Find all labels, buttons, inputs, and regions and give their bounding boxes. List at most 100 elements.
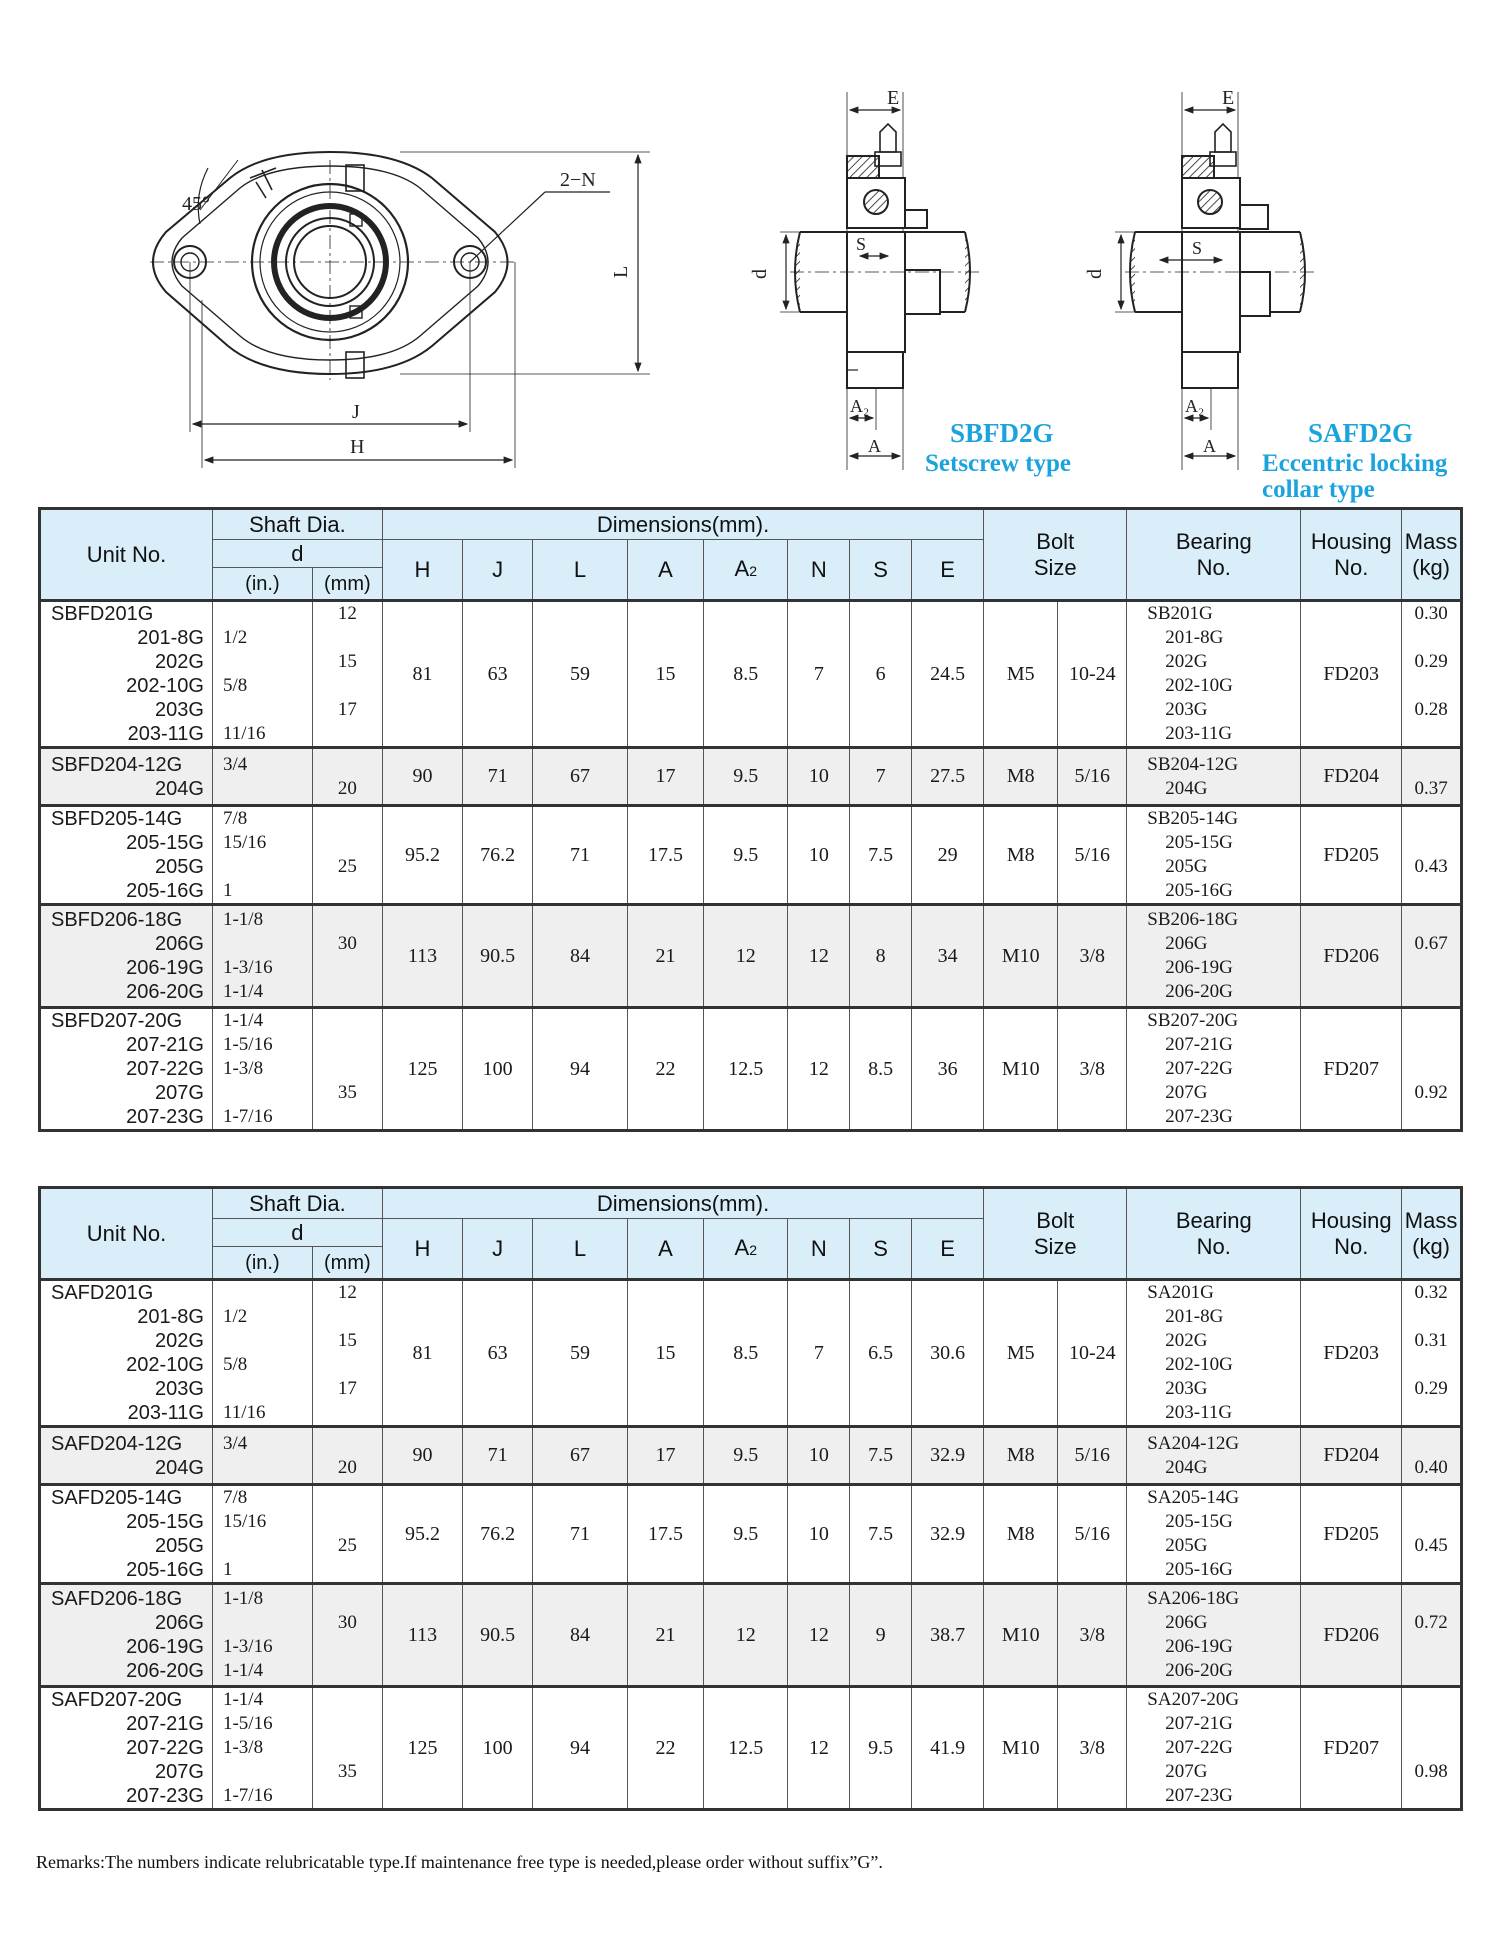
bolt-inch: 10-24 bbox=[1057, 1279, 1128, 1427]
mass-value: 0.40 bbox=[1414, 1456, 1448, 1478]
dim-a2: 9.5 bbox=[703, 1426, 789, 1485]
side1-width-label: E bbox=[887, 87, 899, 109]
side1-a-label: A bbox=[868, 436, 881, 456]
dim-s: 7.5 bbox=[849, 805, 912, 905]
side2-shaft-label: d bbox=[1084, 269, 1106, 279]
bearing-no: SA205-14G bbox=[1147, 1487, 1240, 1508]
shaft-mm: 12 bbox=[337, 603, 357, 624]
housing-no: FD204 bbox=[1300, 747, 1403, 806]
unit-no: 202-10G bbox=[126, 1354, 204, 1376]
header-bolt-line2: Size bbox=[1033, 1233, 1077, 1259]
mass-value bbox=[1402, 1736, 1460, 1760]
bearing-no: 207-23G bbox=[1165, 1106, 1233, 1127]
mass-cell: 0.37 bbox=[1401, 747, 1462, 806]
header-col-s: S bbox=[849, 539, 912, 601]
shaft-mm bbox=[313, 1432, 382, 1456]
dim-j: 100 bbox=[462, 1686, 534, 1810]
shaft-mm: 20 bbox=[337, 777, 357, 799]
shaft-inch bbox=[213, 777, 312, 801]
header-bearing-line1: Bearing bbox=[1175, 528, 1252, 554]
header-col-a2-sub: 2 bbox=[749, 1241, 757, 1258]
unit-no: 207-22G bbox=[126, 1058, 204, 1080]
side-view-setscrew bbox=[780, 92, 980, 470]
sbfd-caption-title: SBFD2G bbox=[950, 418, 1054, 448]
dim-e: 30.6 bbox=[910, 1279, 985, 1427]
shaft-inch: 5/8 bbox=[222, 1354, 248, 1375]
housing-no: FD207 bbox=[1300, 1007, 1403, 1131]
bearing-no: 205-16G bbox=[1165, 1559, 1233, 1580]
side1-shaft-label: d bbox=[749, 269, 771, 279]
dim-j: 76.2 bbox=[462, 805, 534, 905]
header-housing-line2: No. bbox=[1334, 1233, 1369, 1259]
header-housing-line1: Housing bbox=[1310, 528, 1392, 554]
shaft-inch: 1/2 bbox=[222, 627, 248, 648]
shaft-mm bbox=[313, 908, 382, 932]
shaft-mm-cell: 30 bbox=[311, 904, 383, 1008]
dim-l: 71 bbox=[532, 805, 628, 905]
dim-l: 94 bbox=[532, 1007, 628, 1131]
mass-value: 0.29 bbox=[1414, 1378, 1448, 1399]
shaft-inch: 1-7/16 bbox=[222, 1106, 273, 1127]
shaft-mm bbox=[313, 807, 382, 831]
header-mass-line1: Mass bbox=[1404, 1207, 1458, 1233]
safd-caption-title: SAFD2G bbox=[1308, 418, 1414, 448]
header-unit-no: Unit No. bbox=[39, 508, 213, 601]
shaft-mm: 25 bbox=[337, 1535, 357, 1556]
shaft-mm bbox=[313, 1784, 382, 1808]
dim-s: 6 bbox=[849, 600, 912, 748]
header-col-a2: A2 bbox=[703, 539, 789, 601]
shaft-mm bbox=[313, 1305, 382, 1329]
outer-width-label: H bbox=[350, 436, 364, 458]
header-col-l: L bbox=[532, 539, 628, 601]
dim-a: 15 bbox=[626, 600, 705, 748]
shaft-inch: 1-1/4 bbox=[222, 981, 264, 1002]
dim-e: 36 bbox=[910, 1007, 985, 1131]
header-mass: Mass(kg) bbox=[1401, 1187, 1462, 1280]
dim-l: 59 bbox=[532, 600, 628, 748]
header-bearing-line2: No. bbox=[1196, 1233, 1231, 1259]
bearing-no: 207-22G bbox=[1165, 1058, 1233, 1079]
dim-n: 12 bbox=[787, 1686, 851, 1810]
mass-cell: 0.45 bbox=[1401, 1484, 1462, 1584]
dim-a: 17.5 bbox=[626, 805, 705, 905]
dim-a: 15 bbox=[626, 1279, 705, 1427]
mass-value: 0.29 bbox=[1414, 651, 1448, 672]
mass-value: 0.37 bbox=[1414, 777, 1448, 799]
unit-no: SAFD201G bbox=[51, 1282, 154, 1304]
bearing-no: 202G bbox=[1165, 651, 1208, 672]
shaft-mm bbox=[313, 879, 382, 903]
shaft-mm: 17 bbox=[337, 1378, 357, 1399]
shaft-mm bbox=[313, 1688, 382, 1712]
dim-e: 29 bbox=[910, 805, 985, 905]
unit-no: 201-8G bbox=[137, 1306, 204, 1328]
bearing-no: 207-21G bbox=[1165, 1034, 1233, 1055]
dim-a: 17 bbox=[626, 1426, 705, 1485]
shaft-inch bbox=[213, 1611, 312, 1635]
mass-value bbox=[1402, 1432, 1460, 1456]
mass-cell: 0.43 bbox=[1401, 805, 1462, 905]
unit-no: 205-15G bbox=[126, 1511, 204, 1533]
bolt-metric: M10 bbox=[983, 904, 1059, 1008]
bearing-no: 207G bbox=[1165, 1761, 1208, 1782]
unit-no: 206-20G bbox=[126, 981, 204, 1003]
header-bearing-line2: No. bbox=[1196, 554, 1231, 580]
mass-value bbox=[1402, 753, 1460, 777]
shaft-inch bbox=[213, 855, 312, 879]
bearing-no: 201-8G bbox=[1165, 1306, 1224, 1327]
bolt-metric: M10 bbox=[983, 1686, 1059, 1810]
dim-a: 21 bbox=[626, 1583, 705, 1687]
unit-no: 207-21G bbox=[126, 1713, 204, 1735]
bolt-inch: 5/16 bbox=[1057, 747, 1128, 806]
header-col-h: H bbox=[381, 1218, 464, 1280]
dim-a2: 9.5 bbox=[703, 805, 789, 905]
dim-j: 90.5 bbox=[462, 1583, 534, 1687]
